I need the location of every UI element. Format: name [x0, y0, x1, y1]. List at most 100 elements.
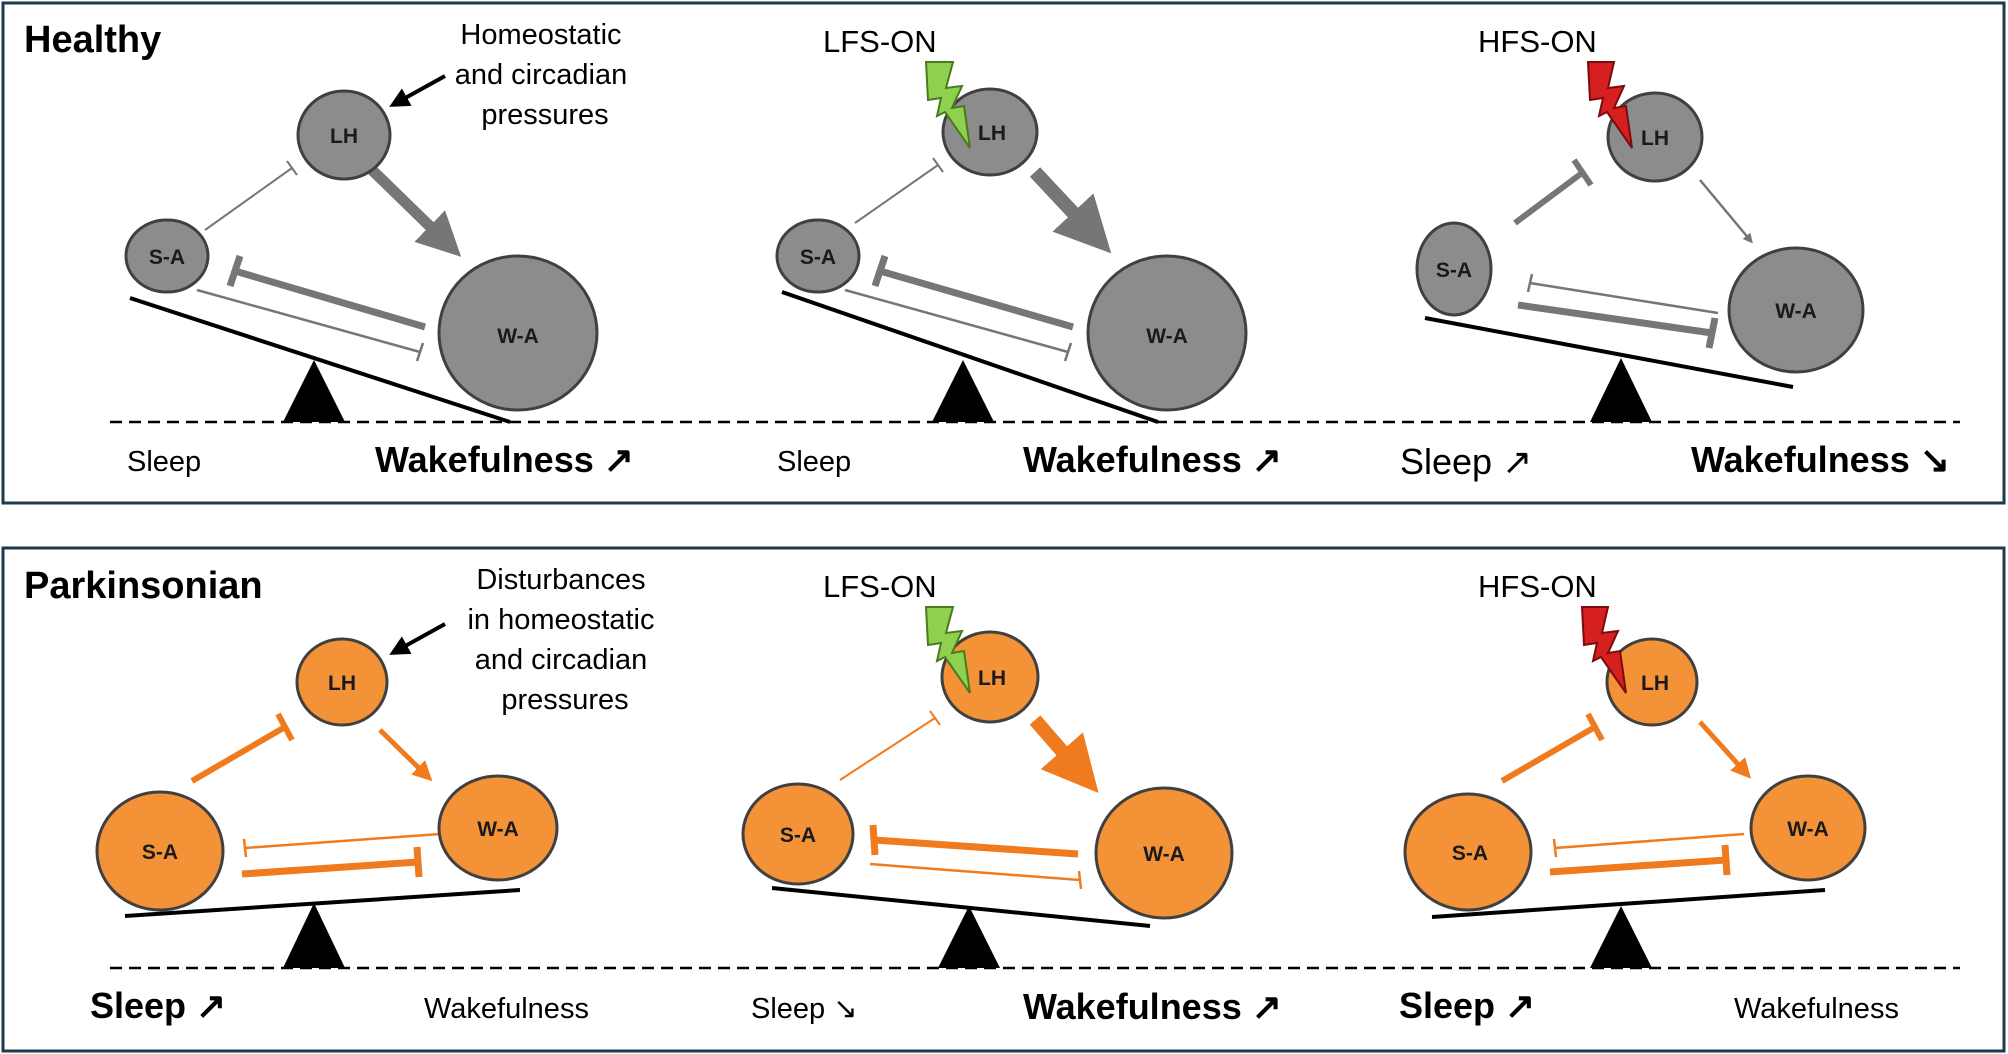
link-sa-to-lh-bar: [1571, 158, 1594, 187]
stimulation-label: HFS-ON: [1478, 24, 1597, 59]
link-sa-to-wa: [869, 862, 1081, 882]
annotation-text: Disturbances in homeostatic and circadia…: [467, 564, 662, 716]
node-wa-label: W-A: [497, 325, 539, 348]
pressure-arrow: [389, 622, 446, 655]
link-wa-to-sa-bar: [1526, 273, 1534, 293]
annotation-line: Disturbances: [476, 564, 645, 596]
link-sa-to-lh: [190, 724, 287, 784]
link-sa-to-wa-bar: [1063, 342, 1073, 362]
lightning-bolt-icon: [924, 606, 971, 694]
seesaw-fulcrum: [283, 360, 345, 422]
node-wa-label: W-A: [1146, 325, 1188, 348]
seesaw-beam: [1431, 888, 1826, 919]
stimulation-label: LFS-ON: [823, 24, 937, 59]
link-sa-to-lh: [1500, 724, 1597, 784]
link-sa-to-wa-bar: [413, 846, 423, 878]
link-wa-to-sa-bar: [242, 838, 248, 858]
link-wa-to-sa: [873, 836, 1079, 858]
stimulation-label: LFS-ON: [823, 569, 937, 604]
seesaw-fulcrum: [1590, 358, 1652, 422]
node-sa: [95, 790, 225, 912]
node-sa-label: S-A: [1452, 842, 1488, 865]
panel-parkinsonian: Parkinsonian Disturbances in homeostatic…: [1, 546, 2006, 1053]
sleep-label: Sleep ↗: [1399, 985, 1535, 1026]
node-sa-label: S-A: [780, 824, 816, 847]
link-sa-to-lh-bar: [929, 710, 941, 726]
link-wa-to-sa: [879, 267, 1074, 331]
node-wa: [437, 254, 599, 412]
node-wa: [1727, 246, 1865, 374]
link-lh-to-wa: [1029, 715, 1099, 794]
link-sa-to-wa-bar: [415, 342, 425, 362]
stimulation-label: HFS-ON: [1478, 569, 1597, 604]
seesaw-beam: [771, 886, 1151, 928]
node-lh: [295, 637, 389, 727]
node-sa-label: S-A: [142, 841, 178, 864]
link-sa-to-wa: [844, 288, 1069, 354]
seesaw-fulcrum: [283, 903, 345, 968]
node-wa: [1749, 774, 1867, 882]
node-sa-label: S-A: [1436, 259, 1472, 282]
node-lh-label: LH: [328, 672, 356, 695]
link-sa-to-wa: [241, 858, 419, 878]
link-sa-to-wa-bar: [1077, 870, 1083, 890]
node-sa-label: S-A: [800, 246, 836, 269]
sleep-label: Sleep ↗: [1400, 441, 1532, 482]
link-wa-to-sa-bar: [871, 254, 889, 288]
annotation-line: and circadian: [455, 59, 628, 91]
wakefulness-label: Wakefulness ↗: [1023, 439, 1282, 480]
panel-frame-parkinsonian: [1, 546, 2006, 1053]
panel-title: Healthy: [24, 19, 161, 61]
scenario-parkinsonian-baseline: Disturbances in homeostatic and circadia…: [90, 564, 662, 1026]
scenario-parkinsonian-lfs: LFS-ON LH S-A W-A Sleep ↘ Wakefulness ↗: [741, 569, 1282, 1027]
link-sa-to-wa: [196, 288, 421, 354]
link-sa-to-lh-bar: [1585, 712, 1605, 742]
node-sa-label: S-A: [149, 246, 185, 269]
node-sa: [741, 782, 855, 886]
scenario-healthy-hfs: HFS-ON LH S-A W-A Sleep ↗ Wakefulness ↘: [1400, 24, 1950, 482]
link-sa-to-lh-bar: [275, 712, 295, 742]
node-lh-label: LH: [1641, 672, 1669, 695]
sleep-label: Sleep ↗: [90, 985, 226, 1026]
link-sa-to-wa-bar: [1721, 844, 1731, 876]
node-lh: [941, 87, 1039, 177]
wakefulness-label: Wakefulness: [424, 993, 589, 1025]
wakefulness-label: Wakefulness ↗: [1023, 986, 1282, 1027]
link-wa-to-sa: [234, 267, 426, 331]
node-wa: [1094, 786, 1234, 920]
lightning-bolt-icon: [924, 61, 971, 149]
link-wa-to-sa: [244, 832, 441, 850]
pressure-arrow: [389, 74, 446, 107]
lightning-bolt-icon: [1580, 606, 1627, 694]
node-lh-label: LH: [330, 125, 358, 148]
node-wa: [1086, 254, 1248, 412]
seesaw-beam: [781, 290, 1159, 424]
panel-frame-healthy: [1, 1, 2006, 505]
annotation-line: in homeostatic: [467, 604, 654, 636]
node-wa-label: W-A: [1775, 300, 1817, 323]
seesaw-fulcrum: [938, 906, 1000, 968]
node-sa: [775, 218, 861, 294]
link-sa-to-wa: [1517, 301, 1713, 337]
wakefulness-label: Wakefulness ↘: [1691, 439, 1950, 480]
seesaw-fulcrum: [932, 360, 994, 422]
link-wa-to-sa: [1554, 832, 1745, 850]
seesaw-beam: [1424, 316, 1794, 389]
node-wa-label: W-A: [477, 818, 519, 841]
link-wa-to-sa-bar: [226, 254, 244, 288]
link-sa-to-lh: [839, 717, 936, 781]
node-lh: [296, 89, 392, 181]
annotation-line: pressures: [481, 99, 608, 131]
scenario-parkinsonian-hfs: HFS-ON LH S-A W-A Sleep ↗ Wakefulness: [1399, 569, 1899, 1026]
sleep-label: Sleep: [777, 446, 851, 478]
annotation-text: Homeostatic and circadian pressures: [455, 19, 636, 131]
sleep-label: Sleep: [127, 446, 201, 478]
annotation-line: and circadian: [475, 644, 648, 676]
panel-healthy: Healthy Homeostatic and circadian pressu…: [1, 1, 2006, 505]
node-sa: [1403, 792, 1533, 912]
seesaw-fulcrum: [1590, 906, 1652, 968]
link-wa-to-sa: [1529, 281, 1719, 315]
sleep-label: Sleep ↘: [751, 993, 858, 1025]
link-sa-to-wa: [1549, 856, 1727, 876]
